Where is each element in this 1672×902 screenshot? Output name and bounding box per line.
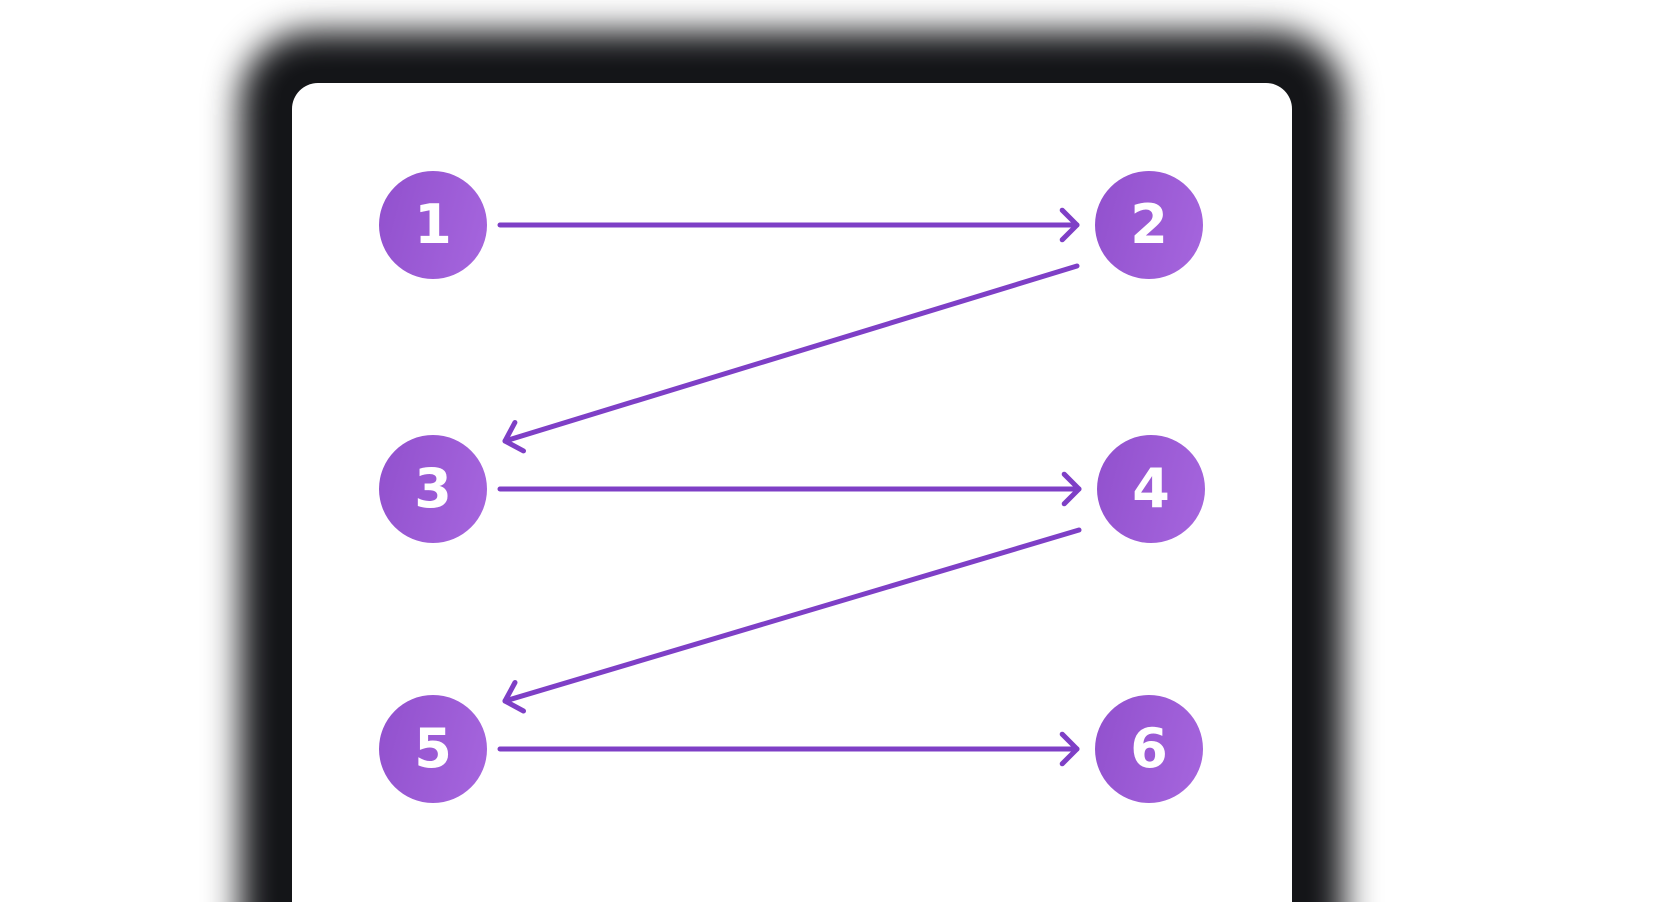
node-4-label: 4 [1132,457,1170,520]
node-5-label: 5 [414,717,452,780]
node-1: 1 [379,171,487,279]
node-4: 4 [1097,435,1205,543]
node-5: 5 [379,695,487,803]
node-6-label: 6 [1130,717,1168,780]
node-3: 3 [379,435,487,543]
node-3-label: 3 [414,457,452,520]
node-2: 2 [1095,171,1203,279]
node-6: 6 [1095,695,1203,803]
node-2-label: 2 [1130,193,1168,256]
node-1-label: 1 [414,193,452,256]
